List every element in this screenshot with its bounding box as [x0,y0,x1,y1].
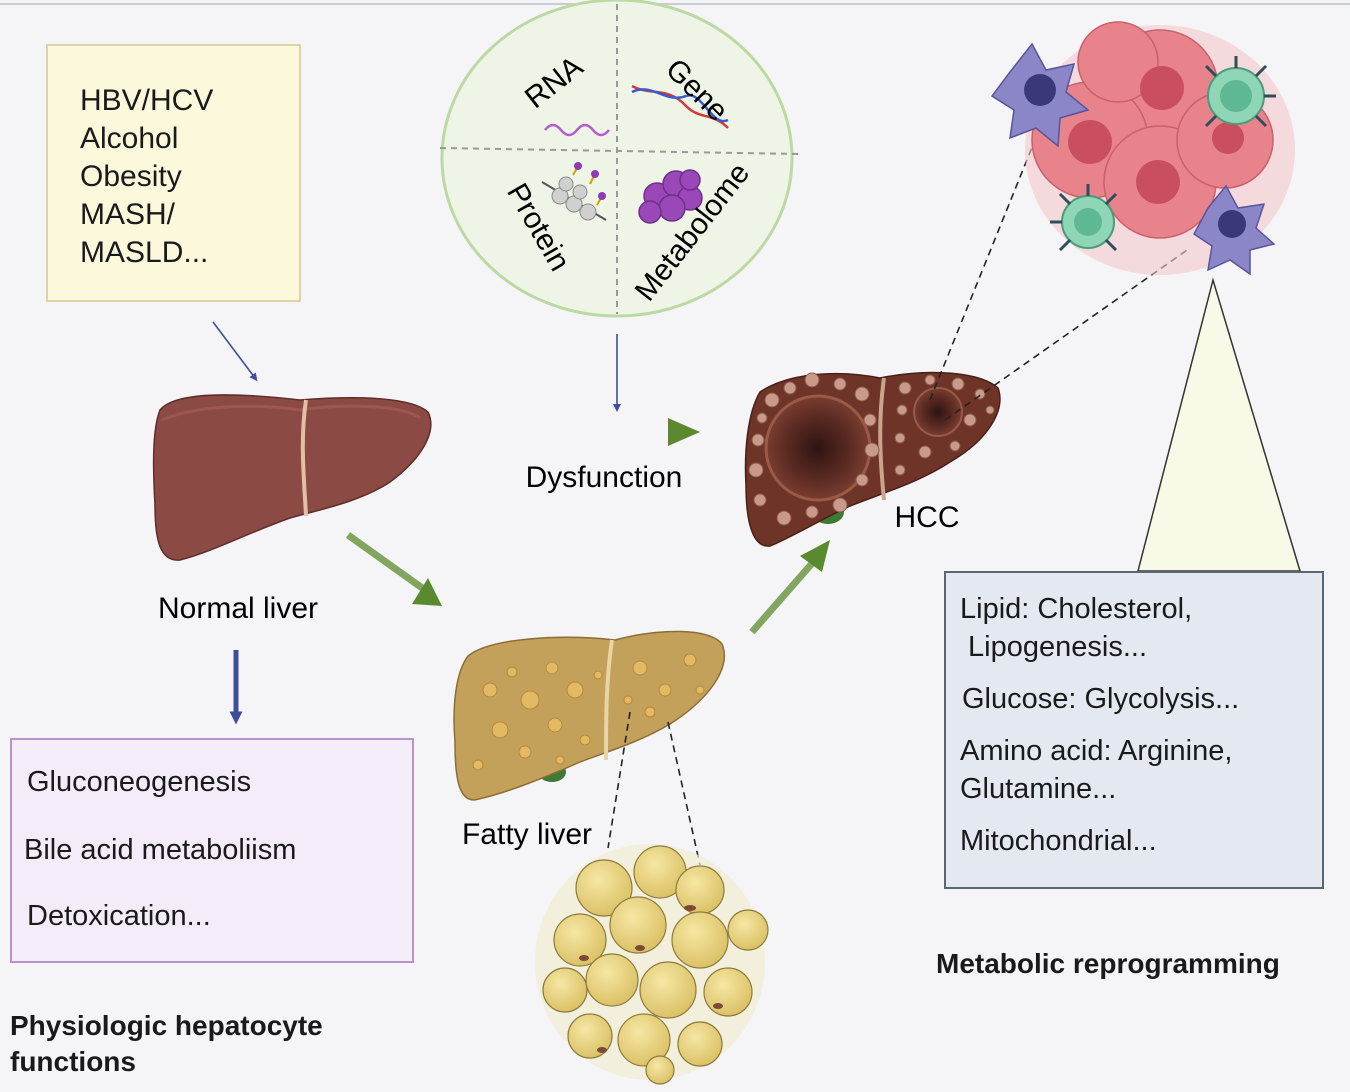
physiologic-title-line2: functions [10,1046,136,1077]
normal-liver-label: Normal liver [158,592,318,625]
risk-factor-item: MASLD... [80,236,209,269]
omics-circle: RNA Gene Protein Metabolome [439,0,801,318]
t-cell-icon [1204,56,1276,128]
risk-factor-item: MASH/ [80,198,176,231]
dendritic-cell-icon [1193,184,1276,276]
risk-to-liver-arrow [212,321,258,382]
hcc-label: HCC [895,501,960,534]
physiologic-title-line1: Physiologic hepatocyte [10,1010,323,1041]
hcc-zoom-line-left [929,139,1036,401]
risk-factor-item: HBV/HCV [80,84,214,117]
metabolic-title: Metabolic reprogramming [936,948,1280,979]
dendritic-cell-icon [990,42,1090,148]
normal-to-fatty-arrow-head [412,578,442,606]
dna-helix-icon [631,84,729,129]
fatty-liver-illustration [453,630,725,801]
fatty-liver-label: Fatty liver [462,818,592,851]
dysfunction-label: Dysfunction [526,461,683,494]
metabolic-item: Mitochondrial... [960,825,1157,857]
metabolic-item: Lipogenesis... [960,631,1148,663]
metabolic-item: Glutamine... [960,773,1117,805]
metabolic-item: Lipid: Cholesterol, [960,593,1193,625]
risk-factors-list: HBV/HCV Alcohol Obesity MASH/ MASLD... [80,82,213,272]
protein-beads-icon [541,162,607,221]
normal-liver-illustration [152,394,432,561]
lipid-droplet-cluster [535,844,769,1085]
physiologic-item: Bile acid metaboliism [24,834,297,866]
fatty-to-hcc-arrow-head [800,540,830,572]
hcc-zoom-line-right [944,247,1191,421]
normal-to-fatty-arrow-shaft [345,532,428,593]
tumor-microenvironment-cluster [990,21,1295,276]
rna-strand-icon [544,123,610,137]
risk-factor-item: Obesity [80,160,182,193]
metabolic-item: Amino acid: Arginine, [960,735,1233,767]
zoom-cone [1137,277,1302,572]
risk-factor-item: Alcohol [80,122,179,155]
physiologic-item: Gluconeogenesis [27,766,252,798]
fatty-zoom-line-right [667,721,701,866]
fatty-to-hcc-arrow-shaft [749,557,818,635]
fatty-zoom-line-left [607,711,631,849]
metabolome-cluster-icon [638,169,703,224]
metabolic-item: Glucose: Glycolysis... [962,683,1240,715]
t-cell-icon [1050,184,1118,252]
hcc-liver-illustration [744,371,1001,547]
physiologic-item: Detoxication... [27,900,211,932]
metabolic-reprogramming-box: Lipid: Cholesterol, Lipogenesis... Gluco… [944,571,1324,889]
risk-factors-box: HBV/HCV Alcohol Obesity MASH/ MASLD... [46,44,301,302]
dysfunction-arrow-head [668,418,700,446]
physiologic-functions-box: Gluconeogenesis Bile acid metaboliism De… [10,738,414,963]
